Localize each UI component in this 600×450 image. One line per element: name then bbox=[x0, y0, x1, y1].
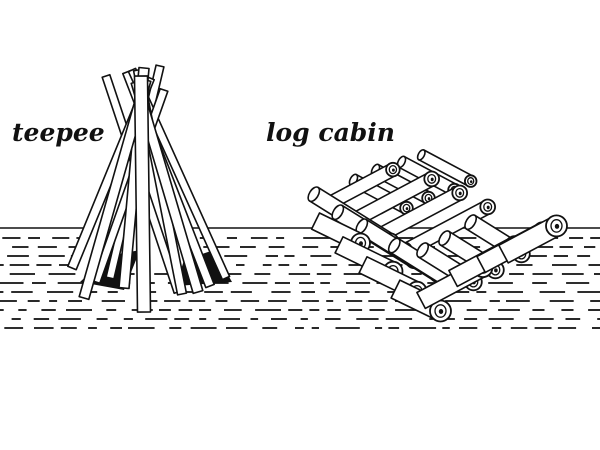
log-core bbox=[554, 223, 560, 229]
log-core bbox=[427, 197, 431, 201]
log-ring bbox=[467, 177, 475, 186]
log-core bbox=[438, 309, 444, 314]
log-end bbox=[464, 214, 478, 231]
log-bottom bbox=[497, 214, 568, 264]
log-ring bbox=[455, 187, 465, 198]
log-ring bbox=[402, 203, 411, 213]
log-core bbox=[458, 191, 462, 196]
log-top bbox=[416, 149, 478, 188]
log-end bbox=[307, 186, 321, 203]
log-core bbox=[486, 205, 490, 210]
log-bottom bbox=[390, 279, 452, 323]
log-ring bbox=[427, 173, 437, 184]
log-end bbox=[416, 242, 430, 259]
log-core bbox=[494, 268, 498, 273]
log-cabin-fire-lay bbox=[307, 149, 568, 323]
teepee-label: teepee bbox=[12, 118, 105, 147]
log-end bbox=[387, 237, 401, 254]
log-ring bbox=[550, 219, 563, 233]
log-core bbox=[392, 168, 395, 172]
log-core bbox=[405, 207, 409, 211]
log-end bbox=[438, 230, 452, 247]
teepee-fire-lay bbox=[67, 64, 232, 313]
log-core bbox=[430, 177, 434, 182]
log-end bbox=[416, 149, 426, 161]
log-core bbox=[470, 180, 473, 184]
log-cabin-label: log cabin bbox=[266, 118, 395, 147]
teepee-stick bbox=[133, 75, 152, 313]
log-ring bbox=[483, 201, 493, 212]
log-ring bbox=[434, 304, 447, 318]
log-ring bbox=[388, 164, 398, 175]
